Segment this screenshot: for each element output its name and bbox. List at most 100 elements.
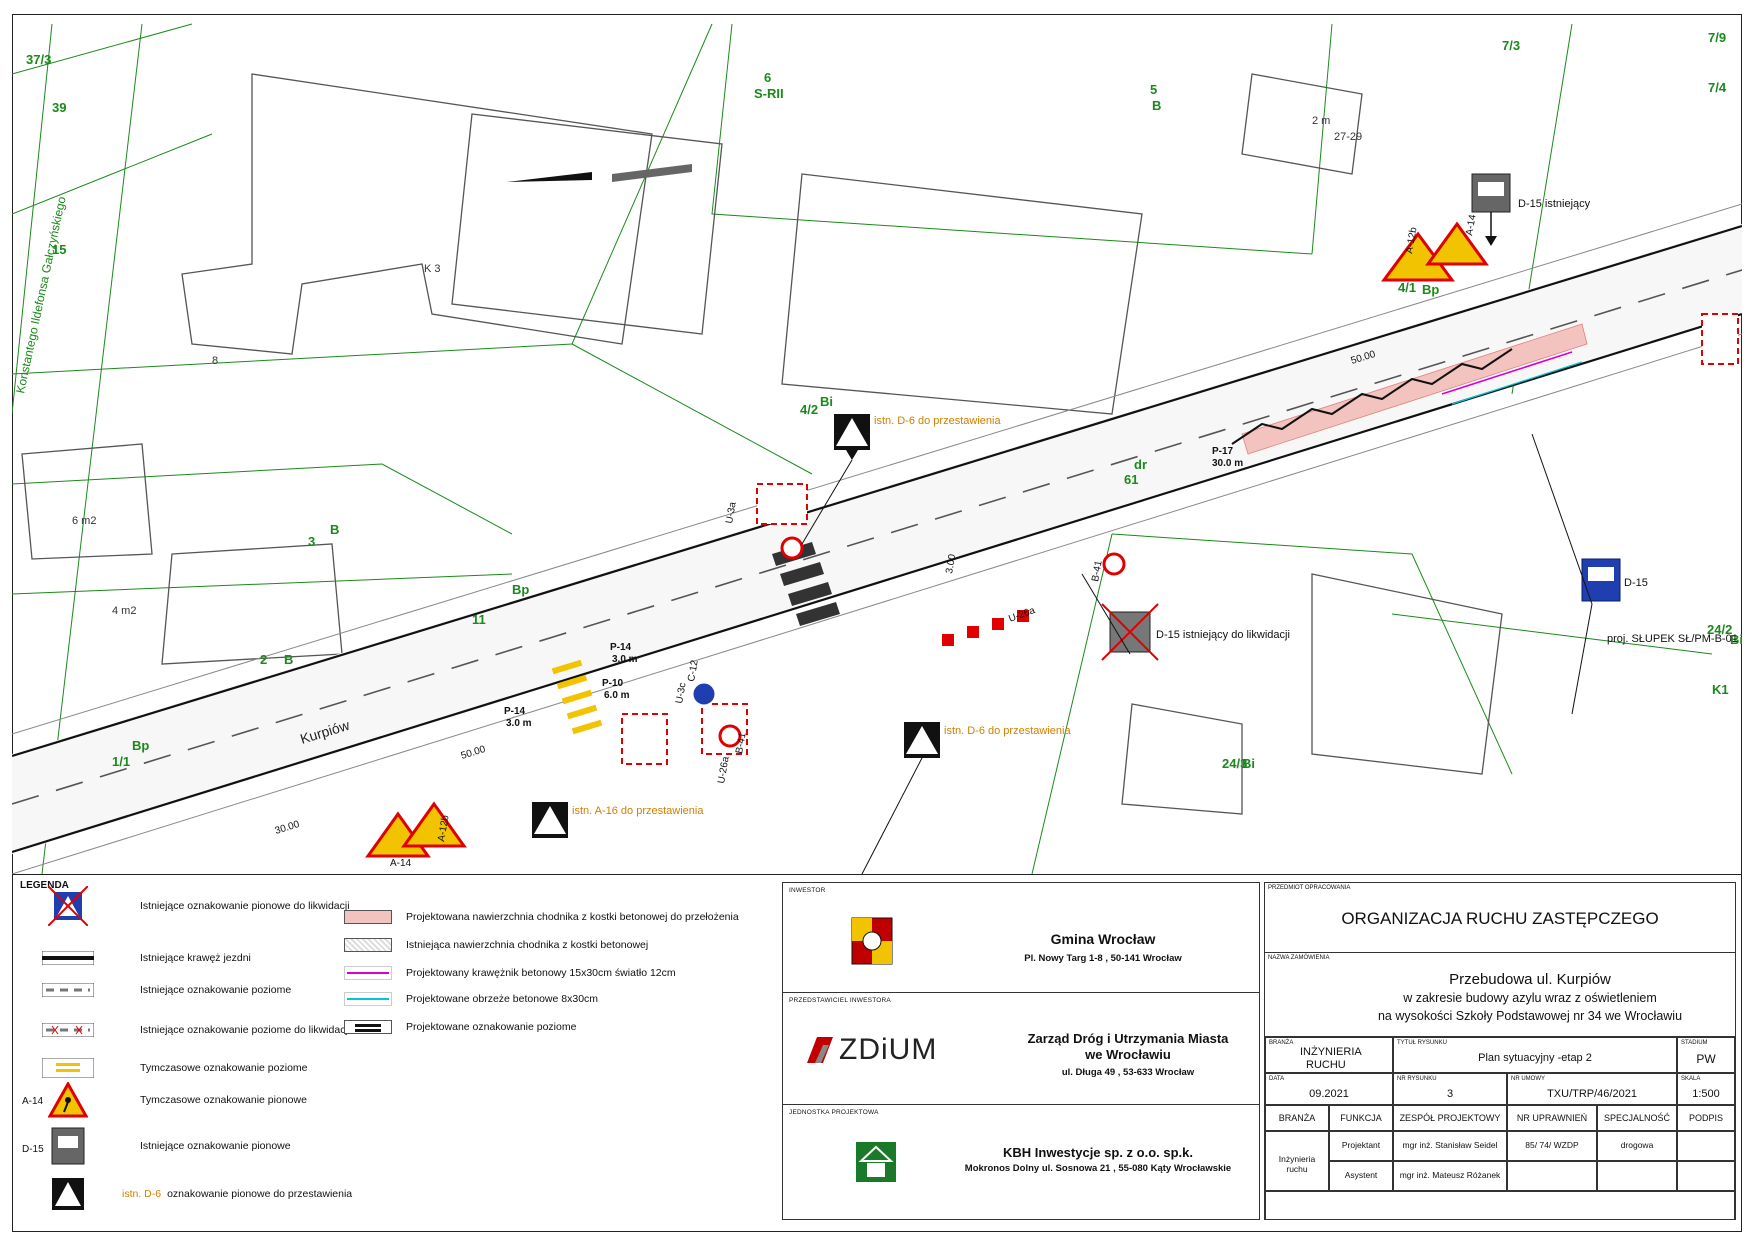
centerline <box>12 269 1742 805</box>
label-p14-a: P-14 <box>610 642 632 653</box>
parcel-2: 2 <box>260 652 267 667</box>
tb-spec-1-text: drogowa <box>1620 1140 1654 1150</box>
tb-subject: PRZEDMIOT OPRACOWANIA ORGANIZACJA RUCHU … <box>1265 883 1735 953</box>
legend-title: LEGENDA <box>20 880 69 891</box>
label-a16-move: istn. A-16 do przestawienia <box>572 805 704 817</box>
tb-sign-1 <box>1677 1131 1735 1161</box>
legend: LEGENDA Istniejące oznakowanie pionowe d… <box>14 878 774 1230</box>
tb-number-caption: NR RYSUNKU <box>1397 1076 1437 1082</box>
investor-row: INWESTOR Gmina Wrocław Pl. Nowy Targ 1-8… <box>783 883 1259 993</box>
tb-license-1: 85/ 74/ WZDP <box>1507 1131 1597 1161</box>
tb-stage: STADIUM PW <box>1677 1037 1735 1073</box>
label-a14-bottom: A-14 <box>390 858 412 869</box>
legend-item-marking-new: Projektowane oznakowanie poziome <box>344 1020 576 1034</box>
legend-cyan-swatch <box>344 992 392 1006</box>
parcel-6: 6 <box>764 70 771 85</box>
label-d15-liquidation: D-15 istniejący do likwidacji <box>1156 629 1290 641</box>
parcel-24-2: 24/2 <box>1707 622 1732 637</box>
tb-branch-2: RUCHU <box>1306 1059 1346 1071</box>
investor-name: Gmina Wrocław <box>1050 931 1156 947</box>
tb-scale-caption: SKALA <box>1681 1076 1701 1082</box>
tb-stage-value: PW <box>1696 1052 1716 1066</box>
design-unit-row: JEDNOSTKA PROJEKTOWA KBH Inwestycje sp. … <box>783 1105 1259 1219</box>
tb-head-spec-text: SPECJALNOŚĆ <box>1603 1113 1671 1123</box>
legend-label-pink-pavement: Projektowana nawierzchnia chodnika z kos… <box>406 911 739 923</box>
tb-stage-caption: STADIUM <box>1681 1040 1708 1046</box>
label-d15-existing-top: D-15 istniejący <box>1518 198 1591 210</box>
tb-contract: NR UMOWY TXU/TRP/46/2021 <box>1507 1073 1677 1105</box>
temporary-yellow-marking <box>551 659 603 735</box>
parcel-5: 5 <box>1150 82 1157 97</box>
legend-marking-liquidation-icon <box>42 1016 94 1044</box>
legend-item-existing-sign: D-15 Istniejące oznakowanie pionowe <box>22 1127 291 1165</box>
legend-label-marking: Istniejące oznakowanie poziome <box>140 984 292 996</box>
legend-label-temp-sign: Tymczasowe oznakowanie pionowe <box>140 1094 307 1106</box>
building-27-29: 27-29 <box>1334 131 1362 143</box>
cyan-edge <box>1451 361 1583 405</box>
parcel-61-type: dr <box>1134 457 1147 472</box>
tb-task-1: Przebudowa ul. Kurpiów <box>1449 971 1611 988</box>
investor-rep-row: PRZEDSTAWICIEL INWESTORA ZDiUM Zarząd Dr… <box>783 993 1259 1105</box>
legend-code-d6: istn. D-6 <box>122 1188 162 1200</box>
tb-drawing-value: Plan sytuacyjny -etap 2 <box>1478 1052 1592 1064</box>
parcel-7-3: 7/3 <box>1502 38 1520 53</box>
tb-head-sign: PODPIS <box>1677 1105 1735 1131</box>
legend-magenta-swatch <box>344 966 392 980</box>
label-p14-b: P-14 <box>504 706 526 717</box>
tb-spec-1: drogowa <box>1597 1131 1677 1161</box>
parcel-lines <box>12 23 1713 874</box>
building-2m: 2 m <box>1312 115 1330 127</box>
parcel-1-1-type: Bp <box>132 738 149 753</box>
legend-label-curb-new: Projektowany krawężnik betonowy 15x30cm … <box>406 967 676 979</box>
street-konstantego-label: Konstantego Ildefonsa Gałczyńskiego <box>13 195 69 395</box>
legend-marking-icon <box>42 976 94 1004</box>
tb-date-caption: DATA <box>1269 1076 1285 1082</box>
site-plan-svg: 37/3 39 15 6 S-RII 5 B 7/3 7/9 7/4 4/1 B… <box>12 23 1742 874</box>
legend-code-d15: D-15 <box>22 1144 44 1155</box>
tb-license-1-text: 85/ 74/ WZDP <box>1525 1140 1579 1150</box>
design-unit-caption: JEDNOSTKA PROJEKTOWA <box>789 1109 879 1116</box>
zigzag-marking <box>1231 348 1513 445</box>
buildings <box>21 73 1503 815</box>
sidewalk-north <box>12 203 1742 735</box>
parcel-2-type: B <box>284 652 293 667</box>
tb-date-value: 09.2021 <box>1309 1088 1349 1100</box>
tb-drawing: TYTUŁ RYSUNKU Plan sytuacyjny -etap 2 <box>1393 1037 1677 1073</box>
tb-task-2: w zakresie budowy azylu wraz z oświetlen… <box>1403 991 1657 1005</box>
tb-head-spec: SPECJALNOŚĆ <box>1597 1105 1677 1131</box>
investor-rep-name-1: Zarząd Dróg i Utrzymania Miasta <box>1027 1031 1229 1046</box>
zdium-logo-icon <box>807 1037 833 1063</box>
label-u26a-bottom: U-26a <box>716 755 732 784</box>
tb-contract-caption: NR UMOWY <box>1511 1076 1545 1082</box>
label-u3c: U-3c <box>674 682 689 705</box>
legend-item-temp-sign: A-14 Tymczasowe oznakowanie pionowe <box>22 1082 307 1118</box>
tb-subject-value: ORGANIZACJA RUCHU ZASTĘPCZEGO <box>1341 909 1659 928</box>
legend-curb-icon <box>42 944 94 972</box>
investor-rep-caption: PRZEDSTAWICIEL INWESTORA <box>789 997 891 1004</box>
tb-scale: SKALA 1:500 <box>1677 1073 1735 1105</box>
label-p10: P-10 <box>602 678 624 689</box>
legend-label-curb: Istniejące krawęż jezdni <box>140 952 251 964</box>
legend-label-temp-marking: Tymczasowe oznakowanie poziome <box>140 1062 308 1074</box>
investor-rep-name-2: we Wrocławiu <box>1085 1047 1171 1062</box>
tb-task-caption: NAZWA ZAMÓWIENIA <box>1268 955 1330 961</box>
investor-block: INWESTOR Gmina Wrocław Pl. Nowy Targ 1-8… <box>782 882 1260 1220</box>
sign-a16 <box>532 802 568 838</box>
tb-branch-caption: BRANŻA <box>1269 1040 1294 1046</box>
parcel-6-type: S-RII <box>754 86 784 101</box>
parcel-11: 11 <box>472 612 486 627</box>
drawing-sheet <box>12 14 1742 1232</box>
kbh-logo-icon <box>856 1142 896 1182</box>
sheet-divider <box>12 874 1742 875</box>
label-c12: C-12 <box>686 659 701 683</box>
parcel-37-3: 37/3 <box>26 52 51 67</box>
tb-license-2 <box>1507 1161 1597 1191</box>
sign-c12 <box>692 682 716 706</box>
leader-lines <box>801 433 1593 874</box>
label-u3a: U-3a <box>724 501 739 525</box>
zdium-logo-text: ZDiUM <box>839 1033 938 1066</box>
label-p14-a-width: 3.0 m <box>612 654 638 665</box>
legend-label-existing-sign: Istniejące oznakowanie pionowe <box>140 1140 291 1152</box>
tb-contract-value: TXU/TRP/46/2021 <box>1547 1088 1637 1100</box>
parcel-7-4: 7/4 <box>1708 80 1727 95</box>
